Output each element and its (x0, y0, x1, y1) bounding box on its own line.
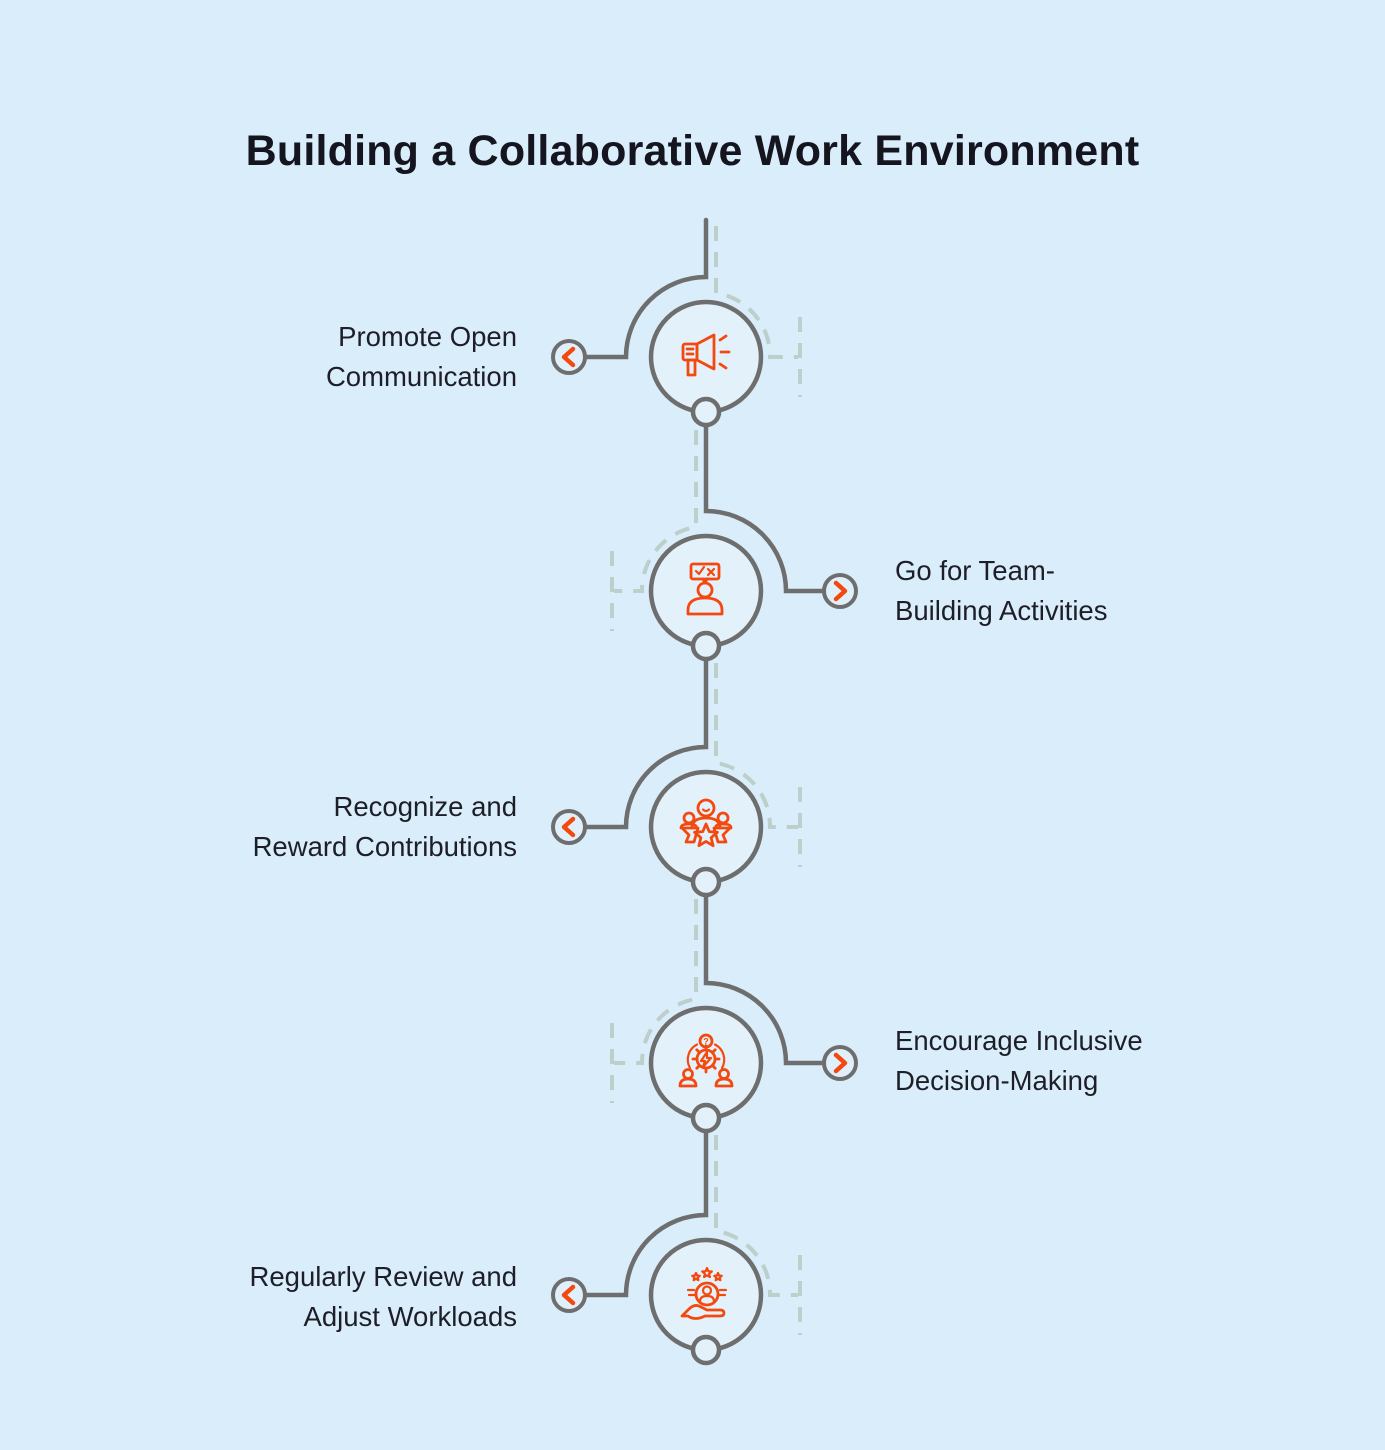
step-label-line: Go for Team- (895, 555, 1055, 586)
step-label-line: Encourage Inclusive (895, 1025, 1143, 1056)
connector-dot-2 (690, 630, 722, 662)
step-label-line: Adjust Workloads (303, 1301, 517, 1332)
connector-1 (582, 217, 709, 360)
step-label-line: Decision-Making (895, 1065, 1099, 1096)
dashed-echo-1 (714, 226, 798, 359)
decision-gear-icon: ? (678, 1033, 734, 1088)
connector-dot-4 (690, 1102, 722, 1134)
step-label-team-building-activities: Go for Team- Building Activities (895, 551, 1240, 631)
chevron-left-icon (561, 1284, 576, 1306)
connector-dot-5 (690, 1334, 722, 1366)
page-title: Building a Collaborative Work Environmen… (245, 126, 1140, 175)
connector-5 (582, 1128, 709, 1298)
connector-dot-1 (690, 396, 722, 428)
dashed-echo-3 (714, 663, 798, 829)
chevron-left-icon (561, 346, 576, 368)
step-label-line: Communication (325, 361, 517, 392)
chevron-right-icon (833, 580, 848, 602)
step-label-promote-open-communication: Promote Open Communication (172, 317, 517, 397)
step-node-2 (648, 533, 764, 649)
person-feedback-icon (686, 562, 724, 616)
timeline-connectors (582, 217, 827, 1298)
step-label-inclusive-decision-making: Encourage Inclusive Decision-Making (895, 1021, 1240, 1101)
step-label-line: Building Activities (895, 595, 1108, 626)
dashed-echo-2 (614, 430, 698, 593)
svg-text:?: ? (703, 1037, 709, 1047)
hand-person-stars-icon (680, 1266, 728, 1320)
connector-3 (582, 656, 709, 830)
connector-dot-3 (690, 866, 722, 898)
step-label-line: Promote Open (338, 321, 517, 352)
chevron-bullets (551, 339, 858, 1313)
step-label-line: Recognize and (333, 791, 517, 822)
chevron-circle-1 (551, 339, 587, 375)
chevron-circle-3 (551, 809, 587, 845)
chevron-circle-2 (822, 573, 858, 609)
chevron-circle-5 (551, 1277, 587, 1313)
megaphone-icon (681, 333, 731, 377)
chevron-circle-4 (822, 1045, 858, 1081)
chevron-right-icon (833, 1052, 848, 1074)
step-label-line: Regularly Review and (249, 1261, 518, 1292)
dashed-echo-4 (614, 899, 698, 1065)
chevron-left-icon (561, 816, 576, 838)
dashed-guide-lines (610, 226, 802, 1335)
step-label-line: Reward Contributions (252, 831, 517, 862)
dashed-echo-5 (714, 1135, 798, 1297)
connector-2 (703, 422, 827, 594)
step-label-review-adjust-workloads: Regularly Review and Adjust Workloads (172, 1257, 518, 1337)
connector-4 (703, 892, 827, 1066)
team-star-icon (679, 798, 733, 848)
step-label-recognize-reward: Recognize and Reward Contributions (172, 787, 517, 867)
step-node-1 (648, 299, 764, 415)
